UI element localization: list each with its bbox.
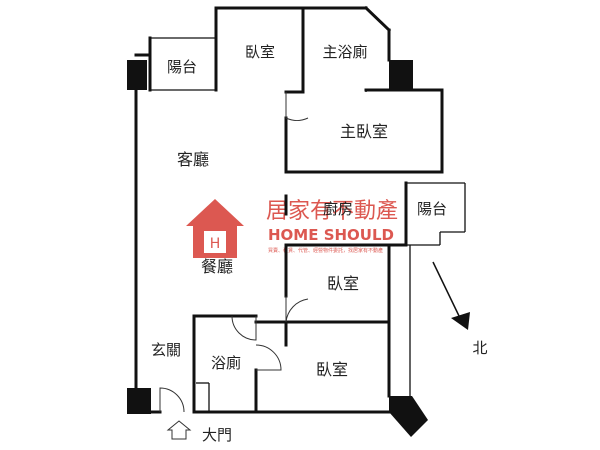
watermark-company-en: HOME SHOULD bbox=[268, 226, 394, 244]
logo-letter: H bbox=[210, 236, 221, 252]
watermark-tagline: 買賣、租賃、代管、經營物件委託，找居家有不動產 bbox=[268, 247, 383, 254]
door-main-entrance bbox=[159, 387, 185, 413]
room-label-bedroom-middle: 臥室 bbox=[327, 274, 359, 293]
watermark: H 居家有不動產 HOME SHOULD 買賣、租賃、代管、經營物件委託，找居家… bbox=[186, 199, 398, 258]
room-labels: 陽台 臥室 主浴廁 主臥室 客廳 廚房 陽台 餐廳 臥室 玄關 浴廁 臥室 bbox=[151, 43, 447, 379]
main-door-marker: 大門 bbox=[166, 420, 232, 444]
room-label-entrance: 玄關 bbox=[151, 341, 181, 359]
pillars bbox=[127, 60, 428, 437]
house-logo-icon: H bbox=[186, 199, 244, 258]
entrance-arrow-icon bbox=[166, 420, 192, 440]
door-bedroom-top bbox=[285, 92, 309, 121]
room-label-bedroom-bottom: 臥室 bbox=[316, 360, 348, 379]
room-label-bedroom-top: 臥室 bbox=[245, 43, 275, 61]
north-label: 北 bbox=[472, 339, 487, 357]
walls bbox=[134, 5, 466, 414]
room-label-master-bath: 主浴廁 bbox=[322, 43, 367, 61]
door-bedroom-bottom bbox=[255, 344, 282, 371]
room-label-dining-room: 餐廳 bbox=[201, 257, 233, 276]
main-door-label: 大門 bbox=[202, 426, 232, 444]
door-bedroom-middle bbox=[285, 296, 309, 323]
north-indicator: 北 bbox=[432, 261, 488, 357]
doors bbox=[159, 90, 367, 413]
room-label-balcony-left: 陽台 bbox=[167, 58, 197, 76]
watermark-company-cn: 居家有不動產 bbox=[266, 199, 398, 224]
room-label-master-bedroom: 主臥室 bbox=[340, 122, 388, 141]
door-bathroom bbox=[231, 315, 257, 341]
room-label-living-room: 客廳 bbox=[177, 150, 209, 169]
room-label-balcony-right: 陽台 bbox=[417, 200, 447, 218]
north-arrow-icon bbox=[432, 261, 461, 319]
room-label-kitchen: 廚房 bbox=[323, 200, 353, 218]
room-label-bathroom: 浴廁 bbox=[211, 354, 241, 372]
